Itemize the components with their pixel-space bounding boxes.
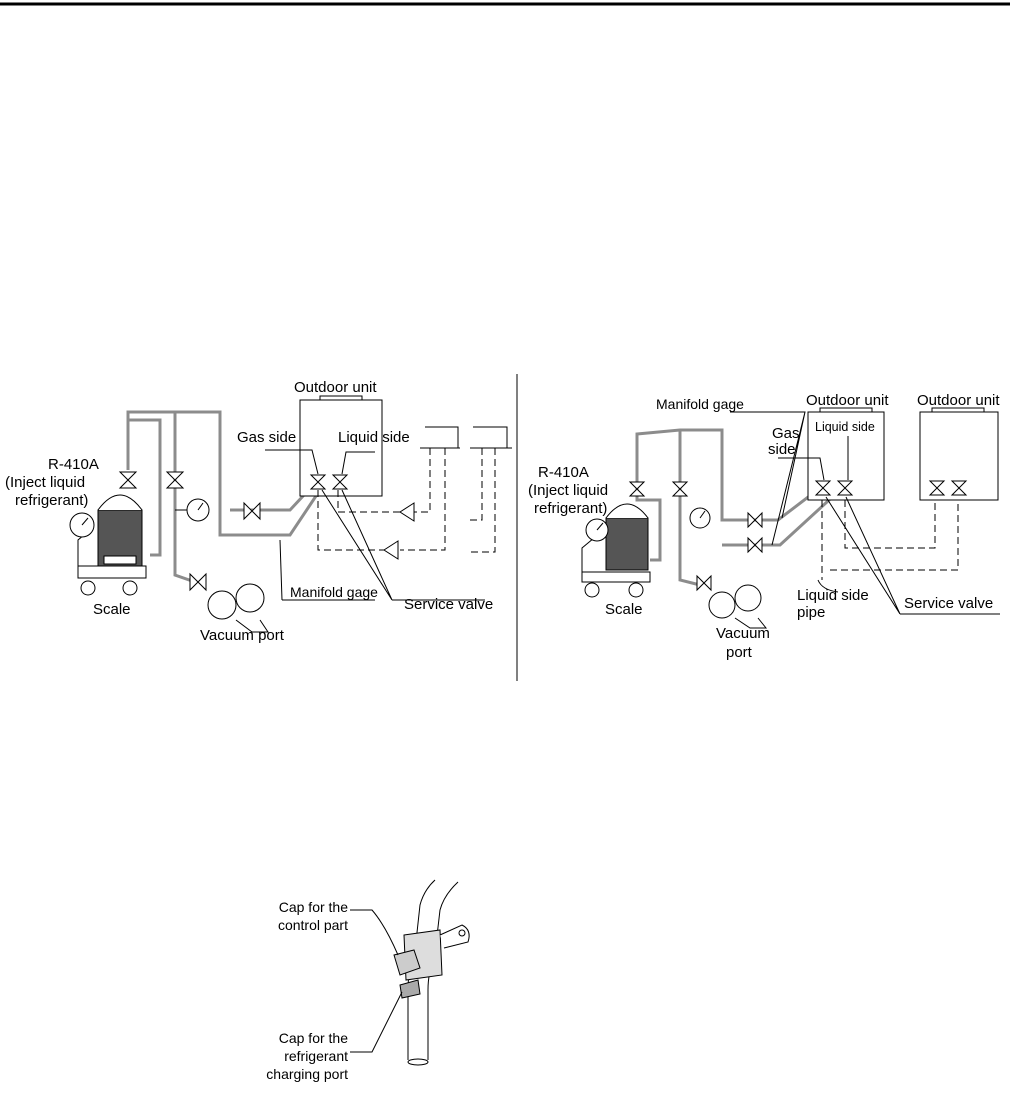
left-liquid-leader [341, 451, 375, 475]
left-cylinder-gauge-icon [69, 512, 95, 538]
right-liquid-pipe-label-1: Liquid side [797, 587, 869, 604]
cap-charging-label-3: charging port [266, 1066, 348, 1082]
right-diagram: Manifold gage Outdoor unit Outdoor unit … [528, 392, 1000, 661]
right-outdoor-unit-1-label: Outdoor unit [806, 392, 889, 409]
right-gas-leader [778, 457, 825, 481]
right-valve-cylinder-icon [628, 481, 646, 497]
left-manifold-gage-label: Manifold gage [290, 584, 378, 600]
left-valve-vacuum-icon [189, 572, 207, 592]
right-outdoor-unit-2 [919, 407, 999, 501]
left-service-valve-leader [321, 489, 485, 601]
right-service-valve-leader [825, 496, 1000, 615]
right-outdoor-unit-2-label: Outdoor unit [917, 392, 1000, 409]
right-pressure-gauge-icon [689, 507, 711, 529]
left-scale-with-cylinder [77, 494, 147, 596]
right-liquid-pipe-leader [817, 579, 839, 593]
left-outdoor-unit-label: Outdoor unit [294, 379, 377, 396]
left-service-valve-label: Service valve [404, 596, 493, 613]
right-scale-with-cylinder [581, 503, 651, 598]
right-liquid-pipe-label-2: pipe [797, 604, 825, 621]
left-valve-cylinder-icon [118, 471, 138, 489]
right-liquid-side-label: Liquid side [815, 420, 875, 434]
left-vacuum-port-label: Vacuum port [200, 627, 285, 644]
left-gas-side-label: Gas side [237, 429, 296, 446]
left-valve-center-icon [165, 471, 185, 489]
left-vacuum-pump-icon [207, 583, 269, 633]
right-valve-gas-line-icon [747, 511, 763, 529]
right-service-valve-label: Service valve [904, 595, 993, 612]
cap-control-label-2: control part [278, 917, 348, 933]
cap-charging-label-1: Cap for the [279, 1030, 348, 1046]
right-lower-hose [722, 488, 842, 547]
right-refrigerant-label-2: (Inject liquid [528, 482, 608, 499]
left-center-hose [173, 412, 196, 584]
right-cylinder-gauge-icon [585, 518, 609, 542]
right-refrigerant-label-3: refrigerant) [534, 500, 607, 517]
left-diagram: Outdoor unit Gas side Liquid side R-410A… [5, 379, 512, 644]
left-pressure-gauge-icon [175, 498, 210, 522]
left-outdoor-unit [299, 395, 383, 497]
right-manifold-gage-label: Manifold gage [656, 396, 744, 412]
right-vacuum-port-label-1: Vacuum [716, 625, 770, 642]
cap-control-label-1: Cap for the [279, 899, 348, 915]
left-scale-label: Scale [93, 601, 131, 618]
right-vacuum-port-label-2: port [726, 644, 753, 661]
right-valve-center-icon [671, 481, 689, 497]
right-center-hose [678, 430, 701, 587]
right-scale-label: Scale [605, 601, 643, 618]
right-valve-vacuum-icon [696, 574, 712, 592]
left-upper-hose [126, 410, 322, 537]
right-dashed-pipes [821, 500, 959, 580]
left-gas-leader [265, 449, 319, 475]
left-manifold-leader [279, 539, 375, 601]
left-refrigerant-label-1: R-410A [48, 456, 99, 473]
left-refrigerant-label-3: refrigerant) [15, 492, 88, 509]
left-refrigerant-label-2: (Inject liquid [5, 474, 85, 491]
cap-control-leader [350, 909, 399, 956]
right-outdoor-unit-1 [807, 407, 885, 501]
left-charge-hose [126, 418, 162, 557]
left-liquid-side-label: Liquid side [338, 429, 410, 446]
right-valve-liquid-line-icon [747, 536, 763, 554]
cap-charging-leader [350, 991, 403, 1053]
right-gas-side-label-1: Gas [772, 425, 800, 442]
right-vacuum-pump-icon [708, 584, 768, 629]
right-manifold-leader [730, 411, 806, 546]
service-valve-figure: Cap for the control part Cap for the ref… [266, 879, 470, 1082]
right-refrigerant-label-1: R-410A [538, 464, 589, 481]
cap-charging-label-2: refrigerant [284, 1048, 348, 1064]
left-indoor-units [317, 426, 512, 560]
left-valve-gas-line-icon [243, 501, 261, 521]
right-gas-side-label-2: side [768, 441, 796, 458]
